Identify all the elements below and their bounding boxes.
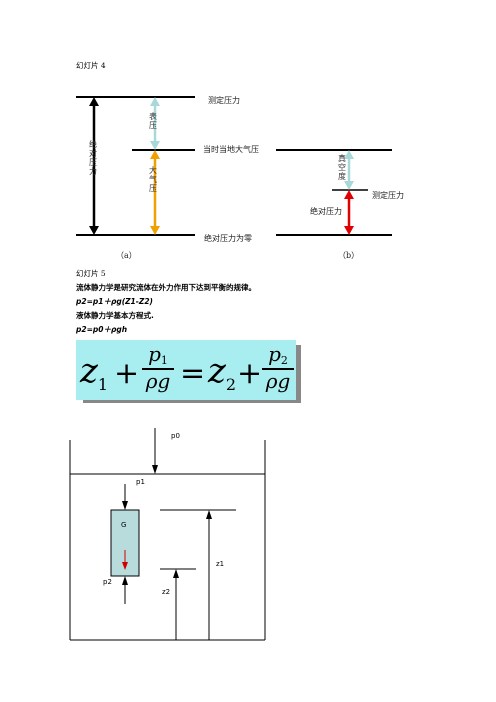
abs-red-arrow-up xyxy=(344,190,354,199)
slide5-line4: p2=p0＋ρgh xyxy=(76,325,128,334)
tank-label-g: G xyxy=(121,521,127,529)
caption-b: （b） xyxy=(338,251,360,260)
formula-z1: z xyxy=(80,351,98,391)
formula-plus1: + xyxy=(114,356,140,391)
formula-box: z1 + p1 ρg = z2 + p2 ρg xyxy=(76,340,296,400)
formula-p2: p xyxy=(268,342,281,366)
gauge-arrow-up xyxy=(150,97,160,106)
formula-z2-sub: 2 xyxy=(225,375,237,394)
slide5-line3: 液体静力学基本方程式. xyxy=(76,311,154,320)
abs-arrow-up xyxy=(89,97,99,106)
tank-label-p2: p2 xyxy=(103,578,112,586)
slide5-line1: 流体静力学是研究流体在外力作用下达到平衡的规律。 xyxy=(76,283,256,292)
label-absolute-pressure-b: 绝对压力 xyxy=(310,207,342,216)
tank-label-z2: z2 xyxy=(162,588,171,596)
gauge-arrow-down xyxy=(150,141,160,150)
tank-label-p0: p0 xyxy=(171,432,180,440)
abs-arrow-down xyxy=(89,226,99,235)
formula-p2-sub: 2 xyxy=(280,354,288,367)
formula-z1-sub: 1 xyxy=(97,375,109,394)
atm-arrow-down xyxy=(150,226,160,235)
slide5-title: 幻灯片 5 xyxy=(76,269,106,278)
label-zero-pressure: 绝对压力为零 xyxy=(204,234,252,243)
formula-fraction-bar1 xyxy=(142,368,174,370)
abs-red-arrow-down xyxy=(344,226,354,235)
formula-z2: z xyxy=(208,351,226,391)
formula-den1: ρg xyxy=(145,369,171,393)
caption-a: （a） xyxy=(116,251,137,260)
formula-p1: p xyxy=(148,342,161,366)
vacuum-arrow-up xyxy=(344,150,354,159)
p1-arrow xyxy=(122,501,128,510)
p0-arrow xyxy=(152,465,158,474)
formula-equals: = xyxy=(180,356,206,391)
formula-den2: ρg xyxy=(265,369,291,393)
p2-arrow xyxy=(122,576,128,585)
label-gauge-pressure: 表压 xyxy=(149,112,157,130)
formula-p1-sub: 1 xyxy=(160,354,168,367)
slide4-title: 幻灯片 4 xyxy=(76,61,106,70)
label-measured-pressure: 测定压力 xyxy=(208,96,240,105)
atm-arrow-up xyxy=(150,150,160,159)
label-local-atm: 当时当地大气压 xyxy=(203,145,259,154)
formula-plus2: + xyxy=(237,356,263,391)
label-measured-pressure-b: 测定压力 xyxy=(372,191,404,200)
slide5-line2: p2=p1＋ρg(Z1-Z2) xyxy=(76,297,153,306)
tank-label-p1: p1 xyxy=(136,478,145,486)
label-atm: 大气压 xyxy=(149,166,157,193)
tank-label-z1: z1 xyxy=(216,560,225,568)
z2-arrow xyxy=(173,569,179,578)
z1-arrow xyxy=(206,510,212,519)
label-absolute-pressure: 绝对压力 xyxy=(89,140,97,176)
vacuum-arrow-down xyxy=(344,181,354,190)
label-vacuum: 真空度 xyxy=(338,154,346,181)
gravity-arrow xyxy=(122,562,128,570)
formula-fraction-bar2 xyxy=(262,368,294,370)
